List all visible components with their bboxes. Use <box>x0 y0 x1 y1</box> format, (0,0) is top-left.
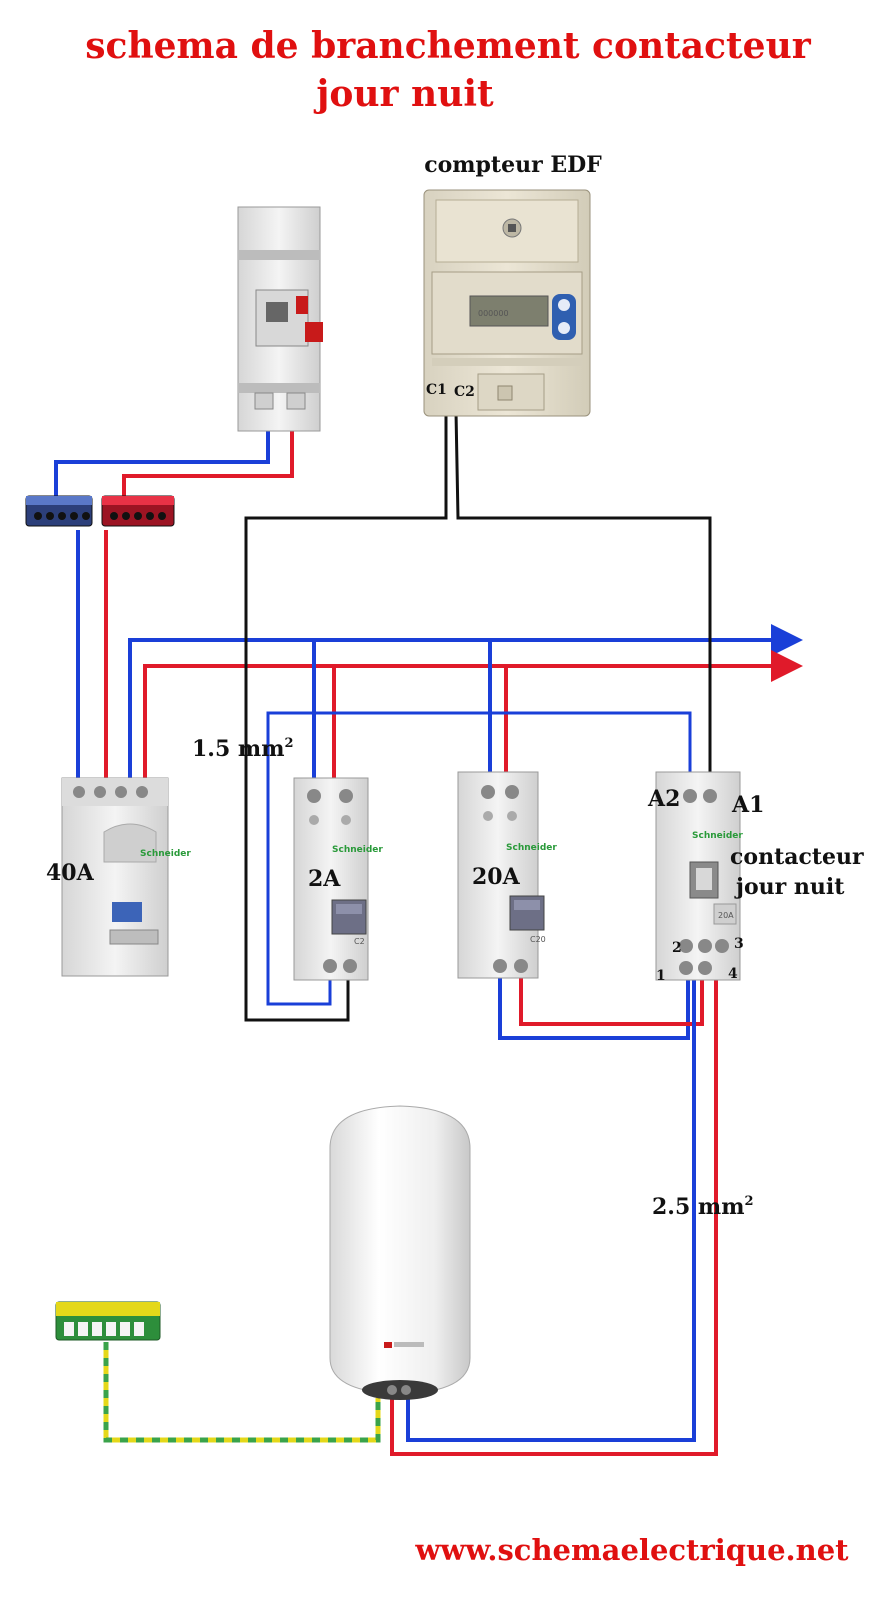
section-small-value: 1.5 mm <box>192 736 285 762</box>
wire-control-a2 <box>266 711 692 1006</box>
circuit-breaker-20a-icon <box>457 771 545 979</box>
wire-control-c2 <box>454 411 712 775</box>
differential-switch-icon <box>61 777 169 977</box>
website-url: www.schemaelectrique.net <box>414 1533 849 1567</box>
wire-heater-phase <box>390 970 718 1456</box>
contactor-rating: 20A <box>718 911 734 920</box>
title-line-2: jour nuit <box>313 73 494 115</box>
mcb-20a-print: C20 <box>530 935 546 944</box>
day-night-contactor-icon <box>655 771 741 981</box>
water-heater-icon <box>329 1105 471 1400</box>
meter-terminal-c2: C2 <box>454 384 475 400</box>
electric-meter-icon: 000000 <box>423 189 591 417</box>
section-large-exp: 2 <box>745 1194 754 1209</box>
wire-20a-phase-out <box>519 970 704 1026</box>
section-large-value: 2.5 mm <box>652 1194 745 1220</box>
meter-terminal-c1: C1 <box>426 382 447 398</box>
contactor-label-line-2: jour nuit <box>734 874 845 900</box>
breaker-20a-label: 20A <box>472 864 521 890</box>
wire-phase-main <box>122 428 294 500</box>
breaker-2a-label: 2A <box>308 866 341 892</box>
earth-terminal-bar-icon <box>55 1301 161 1341</box>
contactor-terminal-2: 2 <box>672 940 682 956</box>
contactor-terminal-a1: A1 <box>731 792 764 818</box>
mcb-20a-brand: Schneider <box>506 843 557 853</box>
mcb-2a-brand: Schneider <box>332 845 383 855</box>
section-label-large: 2.5 mm2 <box>652 1194 754 1220</box>
bus-phase <box>143 650 803 780</box>
rcd-brand: Schneider <box>140 849 191 859</box>
contactor-terminal-a2: A2 <box>647 786 680 812</box>
wire-earth-green <box>103 1342 381 1443</box>
contactor-terminal-4: 4 <box>728 966 738 982</box>
meter-label: compteur EDF <box>424 152 602 178</box>
wire-control-c1 <box>244 412 448 1022</box>
section-small-exp: 2 <box>285 736 294 751</box>
mcb-2a-print: C2 <box>354 937 365 946</box>
main-breaker-icon <box>237 206 323 432</box>
wire-20a-neutral-out <box>498 970 690 1040</box>
neutral-terminal-bar-icon <box>25 495 93 527</box>
contactor-label-line-1: contacteur <box>730 844 864 870</box>
circuit-breaker-2a-icon <box>293 777 369 981</box>
bus-neutral <box>128 624 803 780</box>
phase-terminal-bar-icon <box>101 495 175 527</box>
title-line-1: schema de branchement contacteur <box>85 25 811 67</box>
contactor-terminal-1: 1 <box>656 968 666 984</box>
wires <box>54 411 803 1456</box>
contactor-brand: Schneider <box>692 831 743 841</box>
section-label-small: 1.5 mm2 <box>192 736 294 762</box>
wire-neutral-main <box>54 428 270 500</box>
svg-text:000000: 000000 <box>478 309 509 318</box>
breaker-40a-label: 40A <box>46 860 95 886</box>
wire-heater-neutral <box>406 970 696 1442</box>
contactor-terminal-3: 3 <box>734 936 744 952</box>
